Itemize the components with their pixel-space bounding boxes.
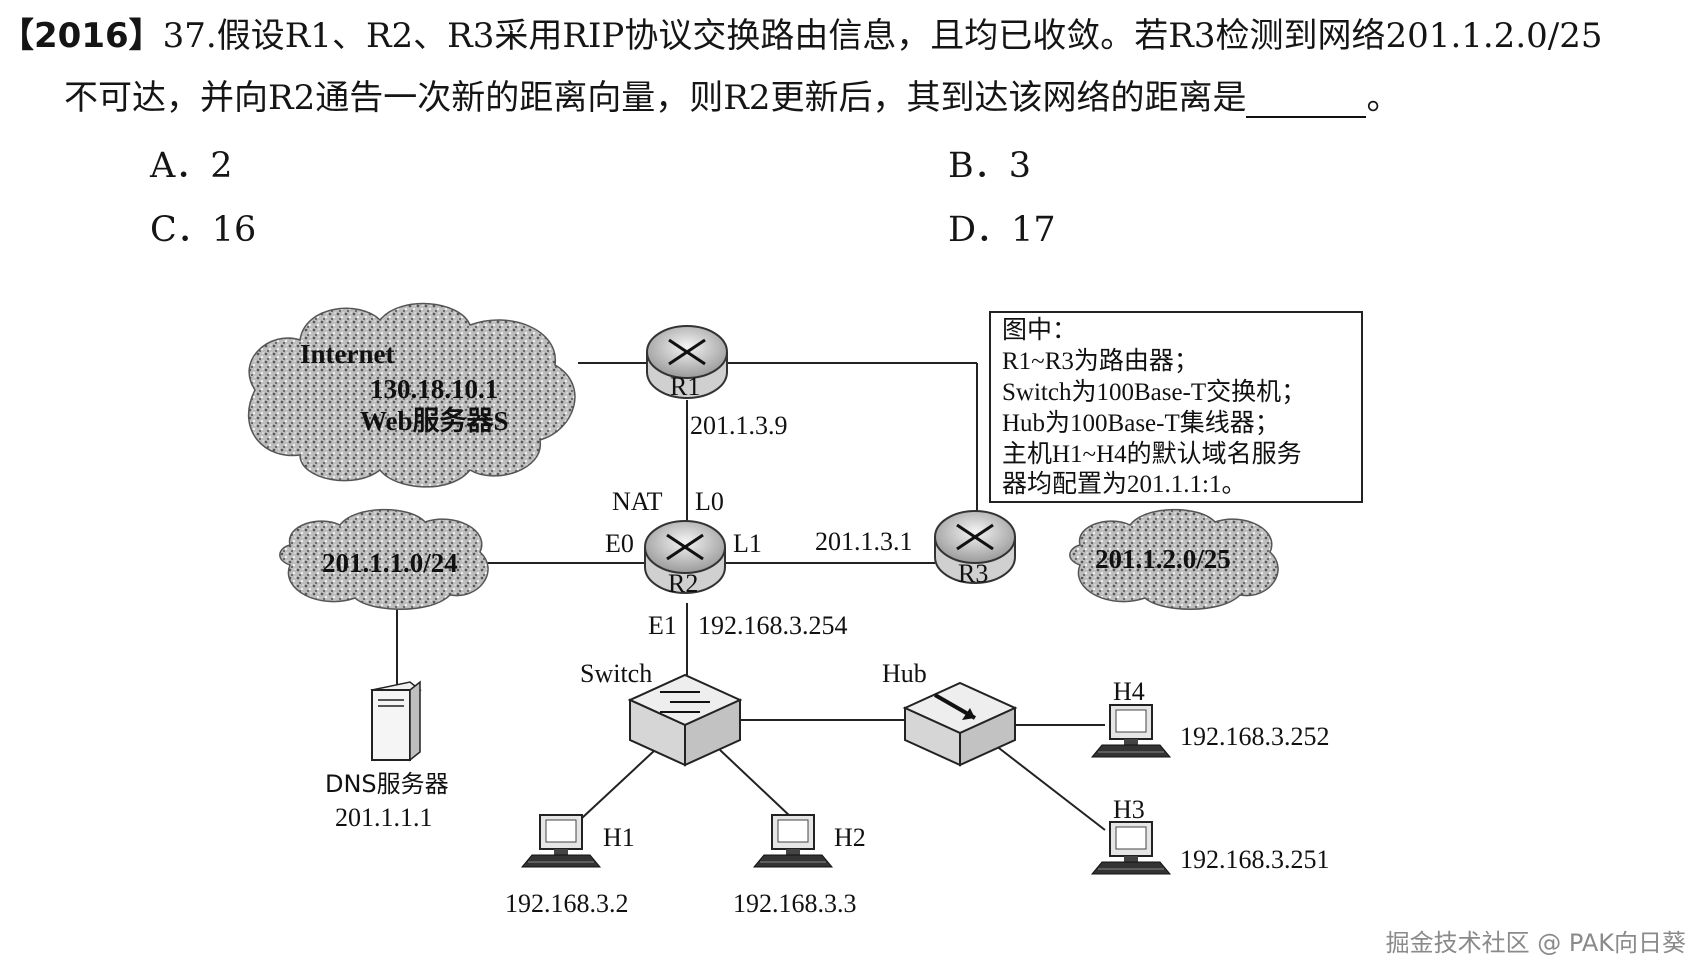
host-h4-ip: 192.168.3.252 [1180,722,1330,751]
switch-label: Switch [580,659,652,688]
option-b-letter: B． [948,146,1009,186]
r2-nat-label: NAT [612,487,663,516]
legend-line-5: 主机H1~H4的默认域名服务 [1002,440,1302,468]
router-arrows-icon [666,533,704,561]
option-d-value: 17 [1011,210,1056,250]
host-h1[interactable] [520,814,602,868]
host-h3-name: H3 [1113,795,1145,824]
question-stem-1: 37.假设R1、R2、R3采用RIP协议交换路由信息，且均已收敛。若R3检测到网… [162,16,1603,56]
router-r2-label: R2 [668,569,698,598]
router-r1-label: R1 [670,372,700,401]
legend-line-2: R1~R3为路由器； [1002,347,1199,375]
links [396,362,1106,831]
hub-device[interactable] [902,681,1018,767]
link-switch-h1 [581,749,656,819]
router-r3[interactable]: R3 [934,510,1016,588]
host-h1-name: H1 [603,823,635,852]
answer-blank [1246,86,1367,118]
dns-label: DNS服务器 [325,770,449,798]
option-c-value: 16 [211,210,257,250]
option-a-value: 2 [210,146,233,186]
watermark-text: 掘金技术社区 @ PAK向日葵 [1385,929,1686,957]
web-server-ip: 130.18.10.1 [370,374,498,404]
question-line-2: 不可达，并向R2通告一次新的距离向量，则R2更新后，其到达该网络的距离是 。 [64,78,1400,118]
option-b[interactable]: B．3 [948,146,1031,186]
option-d[interactable]: D．17 [948,210,1056,250]
option-d-letter: D． [948,210,1012,250]
internet-label: Internet [300,339,394,369]
switch-device[interactable] [627,673,743,767]
router-r2[interactable]: R2 [644,520,726,598]
host-h2-name: H2 [834,823,866,852]
option-c-letter: C． [150,210,212,250]
net-right-cloud: 201.1.2.0/25 [1069,508,1279,610]
option-c[interactable]: C．16 [150,210,256,250]
question-year-tag: 【2016】 [0,16,163,56]
question-stem-2-end: 。 [1366,78,1401,118]
link-hub-h3 [994,744,1106,831]
legend-line-6: 器均配置为201.1.1:1。 [1002,470,1246,498]
r3-ip-label: 201.1.3.1 [815,527,913,556]
r2-e0-label: E0 [605,529,634,558]
host-h4[interactable] [1090,704,1172,758]
r2-l1-label: L1 [733,529,762,558]
host-h4-name: H4 [1113,677,1145,706]
option-a-letter: A． [150,146,211,186]
switch-arrows-icon [660,691,710,713]
option-a[interactable]: A．2 [150,146,233,186]
legend-line-4: Hub为100Base-T集线器； [1002,409,1280,437]
r2-e1-label: E1 [648,611,677,640]
net-right-label: 201.1.2.0/25 [1095,544,1231,574]
e1-ip-label: 192.168.3.254 [698,611,848,640]
net-left-label: 201.1.1.0/24 [322,548,458,578]
router-r1[interactable]: R1 [646,325,728,401]
host-h2-ip: 192.168.3.3 [733,889,857,918]
host-h3-ip: 192.168.3.251 [1180,845,1330,874]
question-line-1: 【2016】37.假设R1、R2、R3采用RIP协议交换路由信息，且均已收敛。若… [0,16,1602,56]
router-arrows-icon [668,338,706,366]
hub-arrow-icon [934,693,976,720]
dns-server[interactable] [370,680,422,762]
legend-box: 图中： R1~R3为路由器； Switch为100Base-T交换机； Hub为… [989,311,1363,503]
net-left-cloud: 201.1.1.0/24 [279,508,489,610]
hub-label: Hub [882,659,927,688]
web-server-label: Web服务器S [360,406,509,436]
host-h1-ip: 192.168.3.2 [505,889,629,918]
router-r3-label: R3 [958,559,988,588]
router-arrows-icon [956,523,994,551]
option-b-value: 3 [1008,146,1032,186]
link-switch-h2 [719,749,793,819]
server-icon [378,699,404,707]
host-h3[interactable] [1090,821,1172,875]
dns-ip-label: 201.1.1.1 [335,803,433,832]
legend-line-3: Switch为100Base-T交换机； [1002,378,1306,406]
host-h2[interactable] [752,814,834,868]
legend-line-1: 图中： [1002,316,1077,344]
question-stem-2: 不可达，并向R2通告一次新的距离向量，则R2更新后，其到达该网络的距离是 [64,78,1247,118]
r2-l0-label: L0 [695,487,724,516]
r1-ip-label: 201.1.3.9 [690,411,788,440]
internet-cloud: Internet 130.18.10.1 Web服务器S [247,302,576,488]
